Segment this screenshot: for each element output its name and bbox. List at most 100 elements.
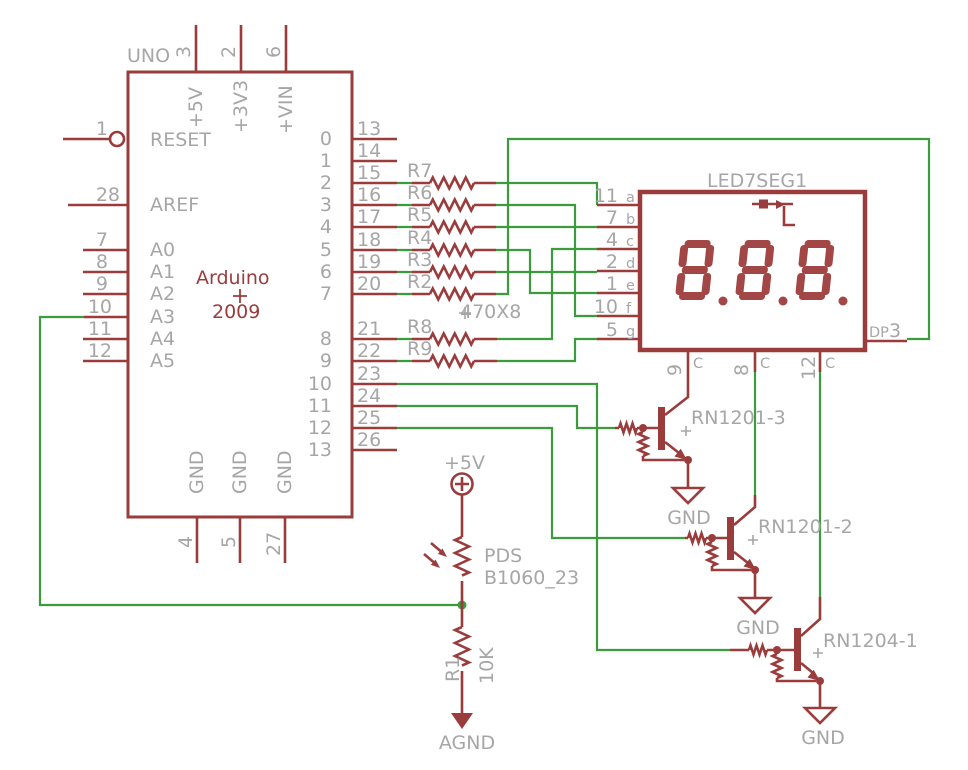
resistor-name: R4 — [407, 227, 432, 249]
origin-cross — [813, 648, 823, 658]
decimal-point-1 — [718, 296, 728, 306]
sensor-part-number: B1060_23 — [484, 567, 579, 589]
pad-number: 4 — [606, 229, 618, 251]
resistor-name: R5 — [407, 204, 432, 226]
reset-inversion-bubble — [108, 130, 126, 148]
pad-number: 17 — [357, 206, 381, 228]
photoresistor-body — [451, 535, 473, 577]
display-pin-lines — [597, 203, 907, 372]
pad-number: 20 — [357, 273, 381, 295]
photo-sensor-circuit: +5V PDS B1060_23 R1 10K AGND — [423, 452, 579, 754]
pad-number: 5 — [218, 536, 240, 548]
agnd-label: AGND — [439, 732, 495, 754]
pin-label: GND — [274, 450, 296, 494]
pad-number: 2 — [606, 251, 618, 273]
pin-label: 12 — [308, 417, 332, 439]
pin-label: 2 — [320, 172, 332, 194]
junction-dot — [773, 646, 781, 654]
pin-label: b — [626, 212, 635, 228]
pad-number: 16 — [357, 184, 381, 206]
gnd-symbol — [736, 596, 774, 615]
origin-cross — [681, 426, 691, 436]
pin-label: C — [693, 356, 703, 372]
pad-number: 3 — [889, 320, 901, 342]
origin-cross — [748, 535, 758, 545]
resistor-r3-body — [428, 263, 476, 281]
pad-number: 12 — [88, 340, 112, 362]
digit-1 — [675, 240, 715, 300]
pad-number: 9 — [96, 273, 108, 295]
transistor-bar — [658, 407, 665, 450]
base-resistor-body — [617, 419, 639, 437]
pin-label: DP — [869, 325, 889, 341]
pin-label: GND — [229, 450, 251, 494]
resistor-name: R9 — [407, 338, 432, 360]
resistor-name: R7 — [407, 160, 432, 182]
pin-label: RESET — [150, 129, 211, 151]
junction-dot — [816, 677, 824, 685]
pin-label: 10 — [308, 373, 332, 395]
transistor-name: RN1204-1 — [823, 630, 918, 652]
pad-number: 11 — [88, 318, 112, 340]
emitter-arrow — [807, 669, 820, 681]
pad-number: 9 — [664, 364, 686, 376]
pin-label: 1 — [320, 150, 332, 172]
decimal-point-2 — [778, 296, 788, 306]
pad-number: 21 — [357, 318, 381, 340]
pad-number: 8 — [96, 251, 108, 273]
resistor-r1-body — [451, 625, 473, 667]
transistor-leads — [685, 495, 757, 598]
pad-number: 4 — [175, 536, 197, 548]
supply-plus-icon — [455, 477, 469, 491]
pad-number: 24 — [357, 385, 381, 407]
junction-dot — [751, 566, 759, 574]
pin-label: +VIN — [275, 85, 297, 134]
pin-label: a — [626, 190, 635, 206]
transistor-leads — [615, 350, 690, 488]
pad-number: 12 — [798, 356, 820, 380]
pad-number: 27 — [263, 532, 285, 556]
pad-number: 23 — [357, 363, 381, 385]
pad-number: 7 — [606, 207, 618, 229]
resistor-name: R3 — [407, 249, 432, 271]
resistor-r2-body — [428, 285, 476, 303]
resistor-network: R7 R6 R5 R4 R3 R2 R8 R9 470X8 — [407, 160, 521, 370]
pin-label: A4 — [150, 328, 175, 350]
pin-label: e — [626, 278, 635, 294]
pin-label: 0 — [320, 128, 332, 150]
resistor-leads — [412, 181, 497, 363]
pin-label: C — [825, 356, 835, 372]
gnd-symbol — [669, 486, 707, 505]
pin-label: 13 — [308, 439, 332, 461]
decimal-point-3 — [838, 296, 848, 306]
display-name: LED7SEG1 — [707, 170, 807, 192]
pin-label: f — [626, 301, 632, 317]
digit-3 — [795, 240, 835, 300]
net-segment-wires — [38, 137, 931, 652]
pad-number: 6 — [263, 46, 285, 58]
pad-number: 11 — [594, 185, 618, 207]
pin-label: AREF — [150, 194, 199, 216]
transistor-rn1201-3: GND RN1201-3 — [615, 350, 786, 529]
pad-number: 5 — [606, 319, 618, 341]
gnd-label: GND — [736, 617, 780, 639]
gnd-symbol — [801, 706, 839, 725]
junction-dot — [708, 534, 716, 542]
pad-number: 18 — [357, 229, 381, 251]
pin-label: 3 — [320, 194, 332, 216]
pin-label: 9 — [320, 350, 332, 372]
transistor-name: RN1201-2 — [758, 516, 853, 538]
transistor-rn1201-2: GND RN1201-2 — [685, 495, 853, 639]
pad-number: 22 — [357, 340, 381, 362]
pad-number: 26 — [357, 429, 381, 451]
pad-number: 14 — [357, 140, 381, 162]
resistor-r6-body — [428, 196, 476, 214]
transistor-bar — [727, 517, 734, 560]
transistor-bar — [794, 628, 801, 671]
pin-label: 11 — [308, 395, 332, 417]
pin-label: GND — [186, 450, 208, 494]
pin-label: g — [626, 324, 635, 340]
arduino-origin-cross — [233, 289, 247, 303]
be-resistor-body — [769, 652, 785, 680]
